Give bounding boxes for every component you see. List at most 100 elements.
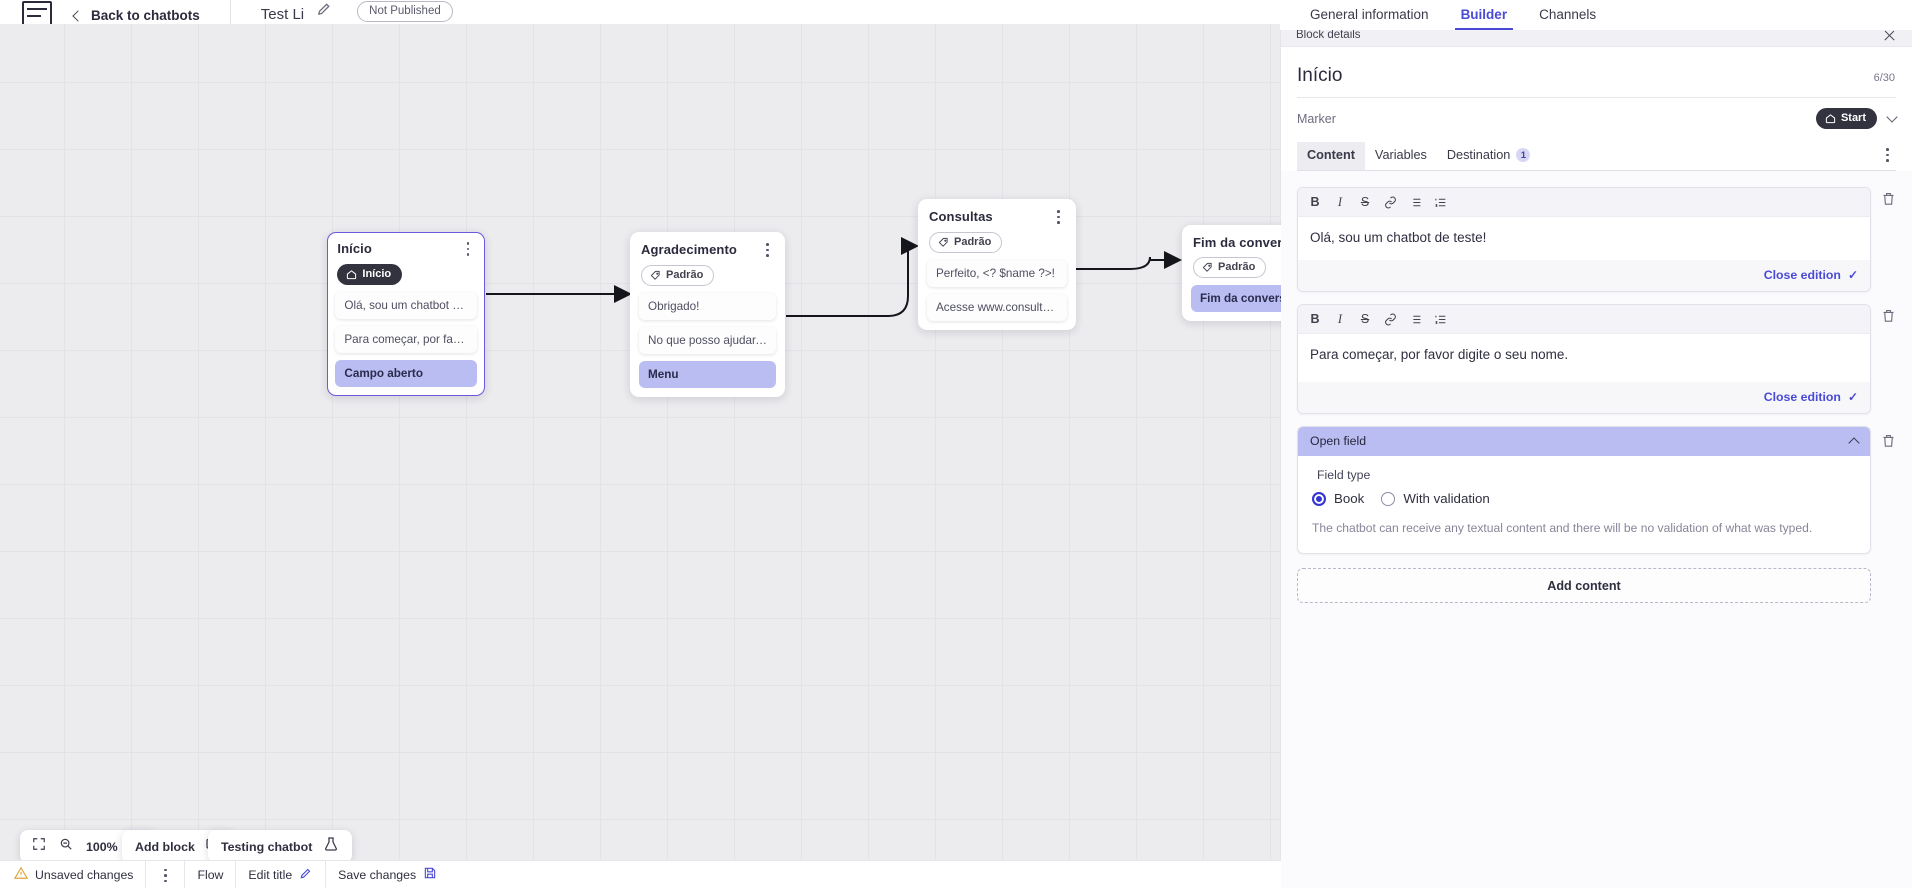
flow-canvas[interactable]: Início Início Olá, sou um chatbot de tes… bbox=[0, 24, 1281, 888]
node-row[interactable]: Obrigado! bbox=[639, 293, 776, 320]
node-row[interactable]: Menu bbox=[639, 361, 776, 388]
tab-builder[interactable]: Builder bbox=[1445, 7, 1524, 30]
zoom-out-icon[interactable] bbox=[59, 837, 73, 856]
strikethrough-icon[interactable]: S bbox=[1360, 195, 1370, 209]
numbered-list-icon[interactable] bbox=[1429, 192, 1451, 212]
node-row[interactable]: Fim da conversa bbox=[1191, 285, 1281, 312]
divider bbox=[145, 860, 147, 888]
radio-icon[interactable] bbox=[1312, 491, 1326, 506]
node-badge-padrao: Padrão bbox=[641, 265, 715, 286]
marker-selector[interactable]: Start bbox=[1815, 108, 1898, 129]
node-badge-start: Início bbox=[337, 264, 403, 286]
trash-icon[interactable] bbox=[1881, 191, 1896, 211]
status-menu-button[interactable] bbox=[158, 868, 172, 883]
editor-text[interactable]: Para começar, por favor digite o seu nom… bbox=[1298, 334, 1870, 383]
bullet-list-icon[interactable] bbox=[1404, 309, 1426, 329]
pencil-icon[interactable] bbox=[316, 0, 333, 22]
numbered-list-icon[interactable] bbox=[1429, 309, 1451, 329]
node-row[interactable]: Campo aberto bbox=[335, 360, 477, 388]
node-title: Agradecimento bbox=[641, 242, 737, 257]
fit-screen-icon[interactable] bbox=[32, 837, 46, 856]
flow-node-consultas[interactable]: Consultas Padrão Perfeito, <? $name ?>! … bbox=[918, 199, 1076, 330]
top-tabs: General information Builder Channels bbox=[1280, 0, 1912, 30]
tab-variables-label: Variables bbox=[1374, 148, 1427, 162]
bold-icon[interactable]: B bbox=[1310, 195, 1320, 209]
close-icon[interactable] bbox=[1883, 29, 1896, 42]
node-row[interactable]: Olá, sou um chatbot de teste! bbox=[335, 292, 477, 320]
publish-status-badge: Not Published bbox=[357, 1, 453, 22]
unsaved-changes-status: Unsaved changes bbox=[13, 866, 133, 883]
back-to-chatbots-button[interactable]: Back to chatbots bbox=[72, 8, 200, 23]
radio-option-with-validation[interactable]: With validation bbox=[1381, 491, 1490, 506]
open-field-card: Open field Field type Book Wi bbox=[1297, 426, 1871, 555]
close-edition-button[interactable]: Close edition ✓ bbox=[1298, 260, 1870, 292]
trash-icon[interactable] bbox=[1881, 308, 1896, 328]
flow-node-inicio[interactable]: Início Início Olá, sou um chatbot de tes… bbox=[327, 232, 485, 396]
strikethrough-icon[interactable]: S bbox=[1360, 312, 1370, 327]
tag-icon bbox=[938, 237, 948, 247]
node-badge-label: Início bbox=[362, 268, 392, 281]
node-title: Consultas bbox=[929, 209, 993, 224]
divider bbox=[184, 860, 186, 888]
node-title: Fim da conversa bbox=[1193, 235, 1281, 250]
bullet-list-icon[interactable] bbox=[1404, 192, 1426, 212]
node-menu-button[interactable] bbox=[1051, 209, 1065, 225]
open-field-header[interactable]: Open field bbox=[1298, 427, 1870, 457]
italic-icon[interactable]: I bbox=[1337, 311, 1343, 326]
save-changes-label: Save changes bbox=[338, 867, 417, 882]
flow-node-fim-da-conversa[interactable]: Fim da conversa Padrão Fim da conversa bbox=[1182, 225, 1281, 321]
editor-text[interactable]: Olá, sou um chatbot de teste! bbox=[1298, 217, 1870, 261]
block-title-row: Início 6/30 bbox=[1281, 47, 1912, 87]
editor-toolbar: B I S bbox=[1298, 188, 1870, 217]
link-icon[interactable] bbox=[1379, 309, 1401, 329]
node-header: Consultas bbox=[927, 209, 1067, 225]
radio-option-book[interactable]: Book bbox=[1312, 491, 1364, 506]
chevron-up-icon[interactable] bbox=[1848, 437, 1860, 449]
divider bbox=[325, 860, 327, 888]
bold-icon[interactable]: B bbox=[1310, 312, 1320, 327]
close-edition-button[interactable]: Close edition ✓ bbox=[1298, 382, 1870, 414]
node-row[interactable]: No que posso ajudar, <? $name ... bbox=[639, 327, 776, 354]
edit-title-button[interactable]: Edit title bbox=[248, 866, 313, 883]
content-block-open-field: Open field Field type Book Wi bbox=[1297, 426, 1896, 555]
tab-variables[interactable]: Variables bbox=[1365, 142, 1437, 170]
tab-destination[interactable]: Destination 1 bbox=[1437, 142, 1540, 170]
node-row[interactable]: Acesse www.consultas.com par... bbox=[927, 294, 1067, 321]
check-icon: ✓ bbox=[1847, 390, 1858, 405]
panel-tabs-menu-button[interactable] bbox=[1880, 147, 1894, 163]
tab-general-information[interactable]: General information bbox=[1310, 7, 1429, 22]
trash-icon[interactable] bbox=[1881, 433, 1896, 453]
warning-icon bbox=[13, 866, 29, 883]
add-content-button[interactable]: Add content bbox=[1297, 568, 1871, 604]
flow-node-agradecimento[interactable]: Agradecimento Padrão Obrigado! No que po… bbox=[630, 232, 785, 397]
rich-text-editor[interactable]: B I S bbox=[1297, 304, 1871, 415]
open-field-body: Field type Book With validation The bbox=[1298, 456, 1870, 553]
logo-icon[interactable] bbox=[22, 1, 52, 24]
chevron-down-icon[interactable] bbox=[1886, 110, 1898, 123]
chatbot-name: Test Li bbox=[260, 6, 305, 23]
rich-text-editor[interactable]: B I S bbox=[1297, 187, 1871, 293]
node-badge-padrao: Padrão bbox=[929, 232, 1003, 253]
node-badge-padrao: Padrão bbox=[1193, 257, 1267, 278]
node-badge-label: Padrão bbox=[666, 269, 704, 281]
node-row[interactable]: Para começar, por favor digite o ... bbox=[335, 326, 477, 354]
tab-destination-label: Destination bbox=[1446, 148, 1511, 162]
character-count: 6/30 bbox=[1873, 72, 1895, 84]
block-details-panel: Block details Início 6/30 Marker Start bbox=[1280, 24, 1912, 888]
destination-count-badge: 1 bbox=[1516, 148, 1531, 162]
italic-icon[interactable]: I bbox=[1337, 194, 1343, 209]
node-menu-button[interactable] bbox=[760, 242, 774, 258]
link-icon[interactable] bbox=[1379, 192, 1401, 212]
tab-content[interactable]: Content bbox=[1297, 142, 1365, 170]
save-changes-button[interactable]: Save changes bbox=[338, 866, 437, 883]
node-badge-label: Padrão bbox=[954, 236, 992, 248]
node-menu-button[interactable] bbox=[461, 241, 475, 257]
pencil-icon bbox=[299, 866, 313, 883]
radio-icon[interactable] bbox=[1381, 491, 1396, 506]
flow-button[interactable]: Flow bbox=[197, 868, 223, 882]
node-row[interactable]: Perfeito, <? $name ?>! bbox=[927, 260, 1067, 287]
tab-channels[interactable]: Channels bbox=[1539, 7, 1597, 22]
content-block-text: B I S bbox=[1297, 187, 1896, 293]
testing-chatbot-button[interactable]: Testing chatbot bbox=[208, 830, 353, 863]
status-bar: Unsaved changes Flow Edit title Save cha… bbox=[0, 860, 1281, 888]
